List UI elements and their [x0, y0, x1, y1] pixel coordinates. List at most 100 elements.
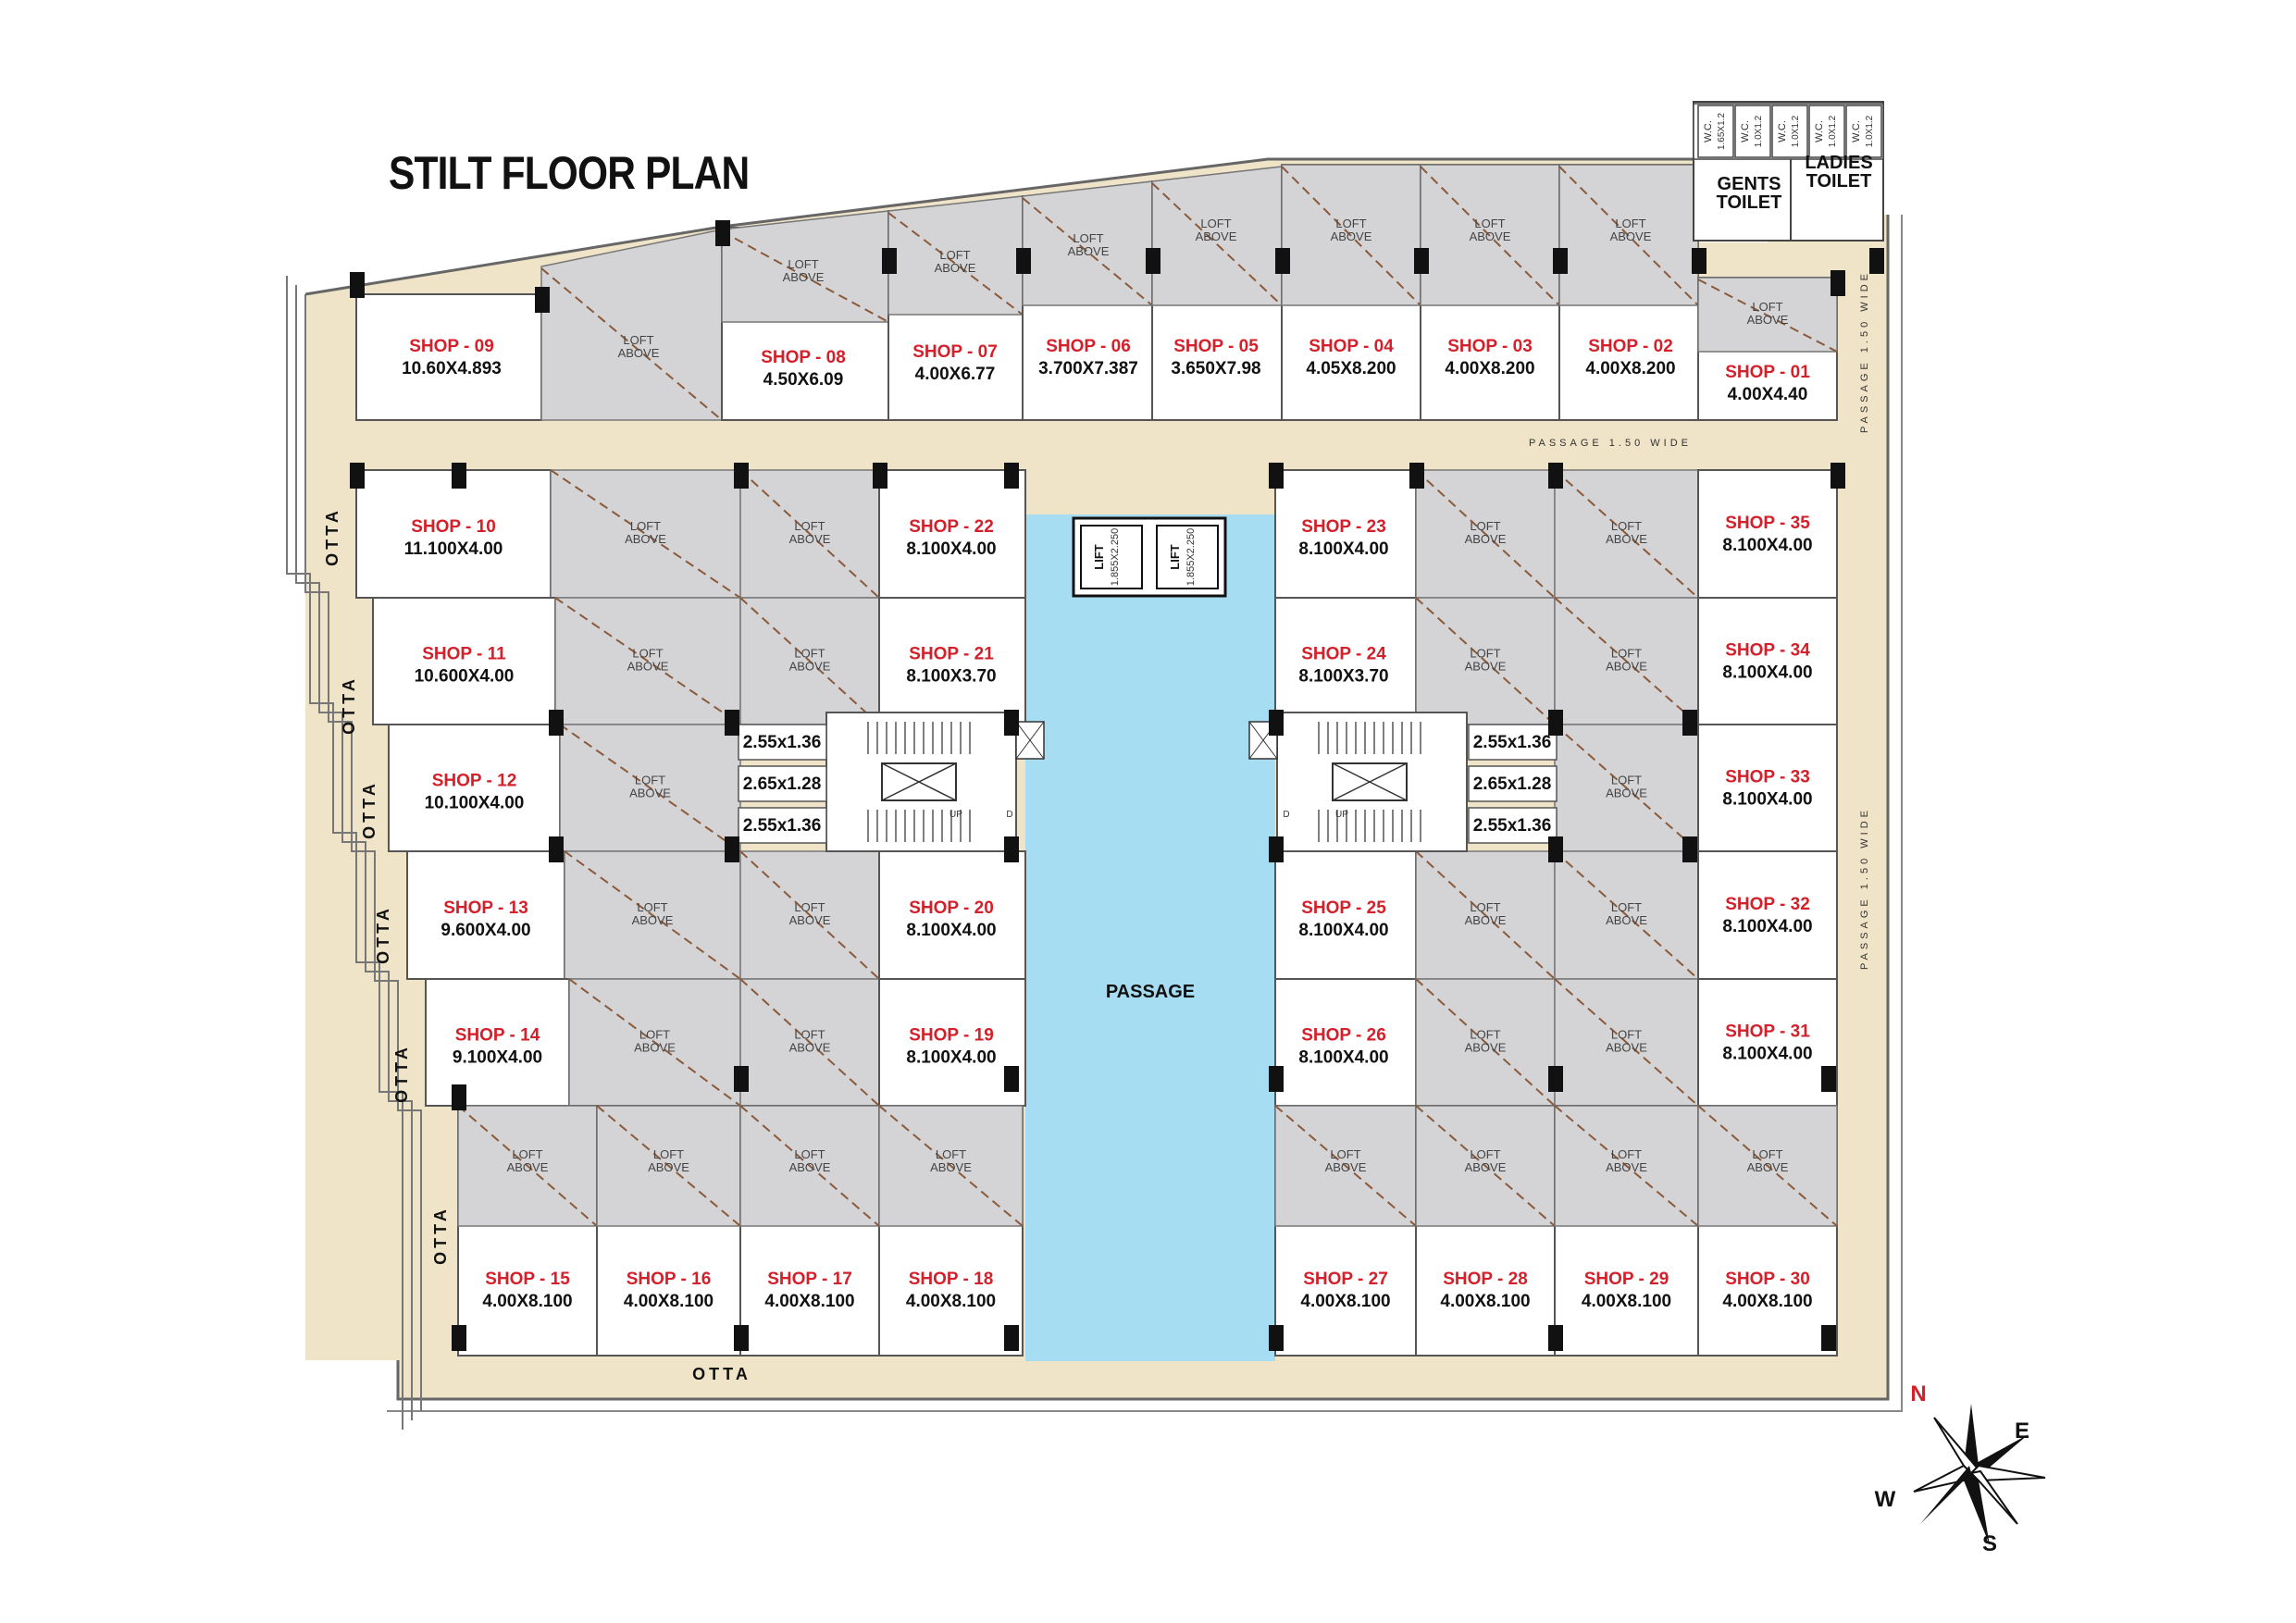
- column: [1548, 836, 1563, 862]
- wc-label: W.C.: [1814, 120, 1825, 142]
- column: [725, 836, 739, 862]
- shop-dimension: 10.100X4.00: [425, 794, 525, 813]
- column: [1682, 836, 1697, 862]
- lift-1[interactable]: [1080, 525, 1143, 589]
- gents-toilet-label: GENTS: [1718, 174, 1781, 194]
- otta-label: OTTA: [374, 905, 392, 964]
- shop-room: [1697, 978, 1838, 1107]
- shop-dimension: 4.00X8.100: [1722, 1292, 1812, 1311]
- stair-dimension-boxes: 2.55x1.362.65x1.282.55x1.36: [1468, 724, 1558, 844]
- shop-dimension: 8.100X4.00: [906, 921, 996, 940]
- stair-dim-box: [738, 765, 827, 802]
- shop-name: SHOP - 03: [1447, 337, 1533, 356]
- stair-cross: [1332, 762, 1408, 801]
- shop-name: SHOP - 14: [455, 1026, 540, 1046]
- shop-name: SHOP - 20: [909, 898, 994, 918]
- shop-name: SHOP - 28: [1443, 1270, 1528, 1289]
- column: [725, 710, 739, 736]
- column: [549, 836, 564, 862]
- wc-cubicle: [1845, 105, 1882, 158]
- shop-32[interactable]: SHOP - 328.100X4.00: [1697, 850, 1838, 980]
- shop-22[interactable]: SHOP - 228.100X4.00: [878, 469, 1026, 599]
- shop-name: SHOP - 01: [1725, 363, 1810, 382]
- shop-name: SHOP - 18: [909, 1270, 994, 1289]
- passage-width-label: PASSAGE 1.50 WIDE: [1859, 807, 1870, 970]
- shop-name: SHOP - 08: [761, 348, 846, 367]
- lift-2[interactable]: [1156, 525, 1219, 589]
- shop-23[interactable]: SHOP - 238.100X4.00: [1274, 469, 1417, 599]
- shop-26[interactable]: SHOP - 268.100X4.00: [1274, 978, 1417, 1107]
- shop-name: SHOP - 06: [1046, 337, 1131, 356]
- loft-hatch: [568, 978, 741, 1107]
- loft-hatch: [1151, 182, 1283, 306]
- shop-25[interactable]: SHOP - 258.100X4.00: [1274, 850, 1417, 980]
- shop-35[interactable]: SHOP - 358.100X4.00: [1697, 469, 1838, 599]
- shop-20[interactable]: SHOP - 20 8.100X4.00: [878, 850, 1026, 980]
- wc-dimension: 1.0X1.2: [1791, 115, 1801, 147]
- loft-hatch: [1554, 850, 1699, 980]
- stair-down-label: D: [1006, 810, 1012, 820]
- shop-room: [425, 978, 570, 1107]
- shop-31[interactable]: SHOP - 318.100X4.00: [1697, 978, 1838, 1107]
- shop-dimension: 8.100X4.00: [906, 539, 996, 559]
- stair-cross: [881, 762, 957, 801]
- shop-24[interactable]: SHOP - 248.100X3.70: [1274, 597, 1417, 725]
- column: [1831, 463, 1845, 489]
- column: [350, 463, 365, 489]
- column: [715, 220, 730, 246]
- shop-34[interactable]: SHOP - 348.100X4.00: [1697, 597, 1838, 725]
- shop-name: SHOP - 32: [1725, 895, 1810, 914]
- loft-hatch: [1554, 469, 1699, 599]
- stair-dimension-boxes: 2.55x1.362.65x1.282.55x1.36: [738, 724, 827, 844]
- compass-point: [1971, 1434, 2029, 1475]
- shop-21[interactable]: SHOP - 218.100X3.70: [878, 597, 1026, 725]
- column: [1016, 248, 1031, 274]
- shop-room: [1697, 850, 1838, 980]
- shop-13[interactable]: SHOP - 139.600X4.00: [406, 850, 565, 980]
- shop-19[interactable]: SHOP - 198.100X4.00: [878, 978, 1026, 1107]
- shop-33[interactable]: SHOP - 338.100X4.00: [1697, 724, 1838, 852]
- shop-name: SHOP - 04: [1309, 337, 1394, 356]
- shop-dimension: 8.100X4.00: [1722, 536, 1812, 555]
- shop-14[interactable]: SHOP - 149.100X4.00: [425, 978, 570, 1107]
- wc-dimension: 1.0X1.2: [1754, 115, 1764, 147]
- wc-label: W.C.: [1777, 120, 1788, 142]
